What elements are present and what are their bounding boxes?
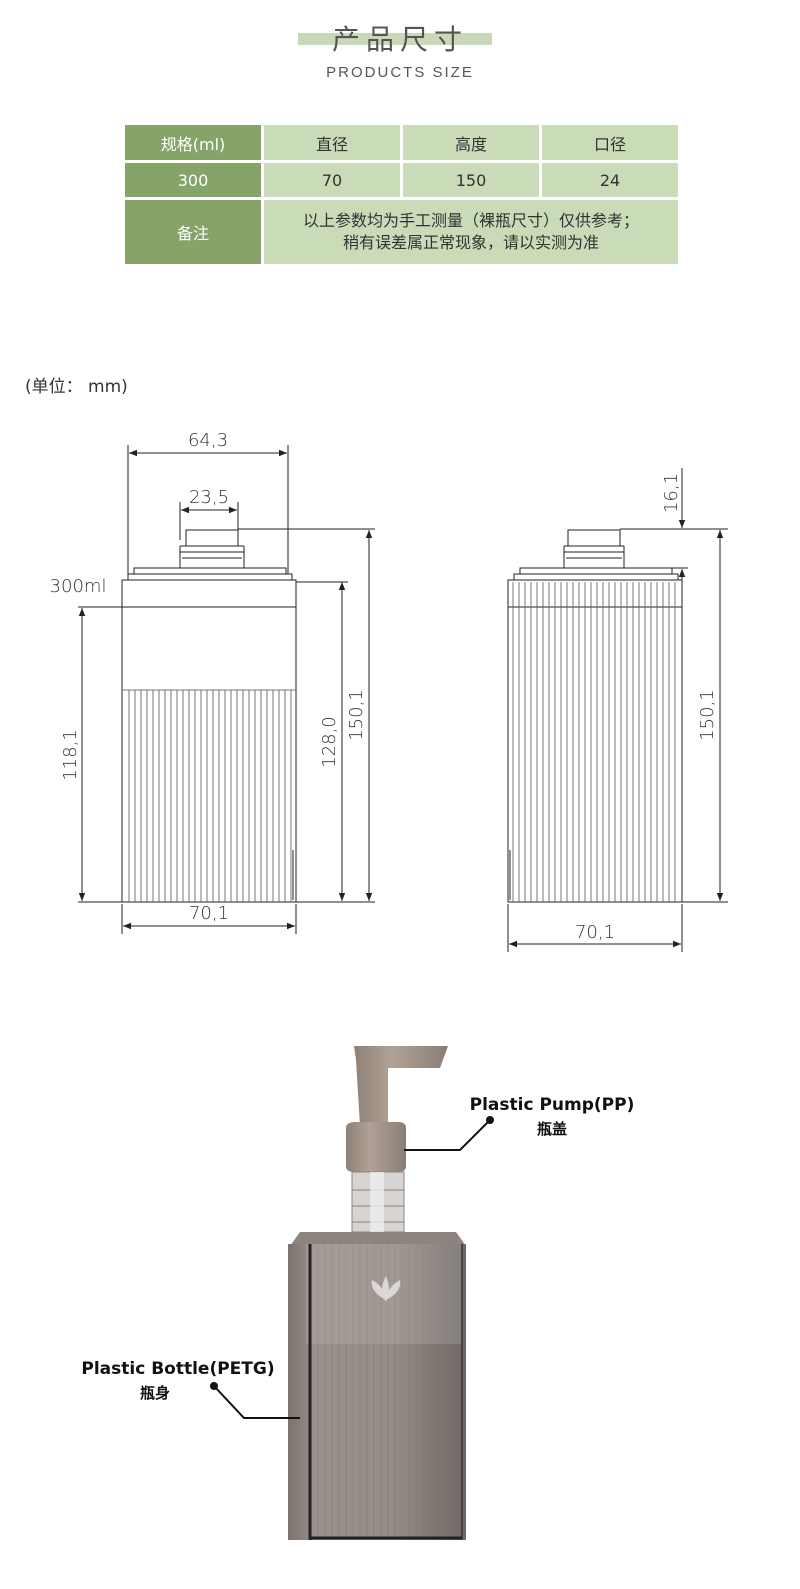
table-row: 300 70 150 24 — [125, 163, 678, 197]
dim-label-height: 118,1 — [60, 729, 81, 781]
dim-neck-diameter: 23,5 — [189, 487, 229, 508]
pump-label-cn: 瓶盖 — [537, 1120, 567, 1138]
table-header-row: 规格(ml) 直径 高度 口径 — [125, 125, 678, 160]
header-capacity: 规格(ml) — [125, 125, 261, 160]
dim-total-height-side: 150,1 — [697, 689, 718, 741]
side-dimensions — [507, 468, 728, 952]
spec-table: 规格(ml) 直径 高度 口径 300 70 150 24 备注 以上参数均为手… — [122, 122, 681, 267]
cell-mouth: 24 — [542, 163, 678, 197]
pump-head — [354, 1046, 448, 1126]
bottle-shoulder — [290, 1232, 466, 1246]
dim-width-side: 70,1 — [575, 922, 615, 943]
product-render — [288, 1046, 466, 1540]
pump-callout — [404, 1116, 494, 1151]
header-diameter: 直径 — [264, 125, 400, 160]
capacity-label: 300ml — [50, 576, 107, 597]
pump-collar — [346, 1122, 406, 1172]
bottle-label-cn: 瓶身 — [140, 1384, 170, 1402]
header-height: 高度 — [403, 125, 539, 160]
bottle-callout — [210, 1382, 300, 1419]
pump-label: Plastic Pump(PP) — [470, 1095, 635, 1115]
title-block: 产品尺寸 — [0, 22, 800, 58]
dim-width-front: 70,1 — [189, 903, 229, 924]
dim-body-height: 128,0 — [319, 716, 340, 768]
cell-diameter: 70 — [264, 163, 400, 197]
title-highlight-bar — [298, 33, 492, 45]
note-line-1: 以上参数均为手工测量（裸瓶尺寸）仅供参考； — [302, 211, 639, 230]
cell-capacity: 300 — [125, 163, 261, 197]
dim-neck-height: 16,1 — [661, 473, 682, 513]
page-subtitle: PRODUCTS SIZE — [326, 64, 474, 81]
front-view-drawing — [121, 529, 297, 903]
unit-label: (单位： mm) — [25, 377, 128, 397]
side-view-drawing — [507, 529, 683, 903]
dim-total-height-front: 150,1 — [346, 689, 367, 741]
note-label: 备注 — [125, 200, 261, 264]
cell-height: 150 — [403, 163, 539, 197]
leaf-logo-icon — [371, 1276, 401, 1302]
bottle-label: Plastic Bottle(PETG) — [81, 1359, 274, 1379]
page-title: 产品尺寸 — [331, 23, 468, 56]
front-dimensions — [78, 445, 375, 934]
note-cell: 以上参数均为手工测量（裸瓶尺寸）仅供参考； 稍有误差属正常现象，请以实测为准 — [264, 200, 678, 264]
header-mouth: 口径 — [542, 125, 678, 160]
note-line-2: 稍有误差属正常现象，请以实测为准 — [342, 233, 599, 252]
dim-shoulder-width: 64,3 — [188, 430, 228, 451]
table-note-row: 备注 以上参数均为手工测量（裸瓶尺寸）仅供参考； 稍有误差属正常现象，请以实测为… — [125, 200, 678, 264]
